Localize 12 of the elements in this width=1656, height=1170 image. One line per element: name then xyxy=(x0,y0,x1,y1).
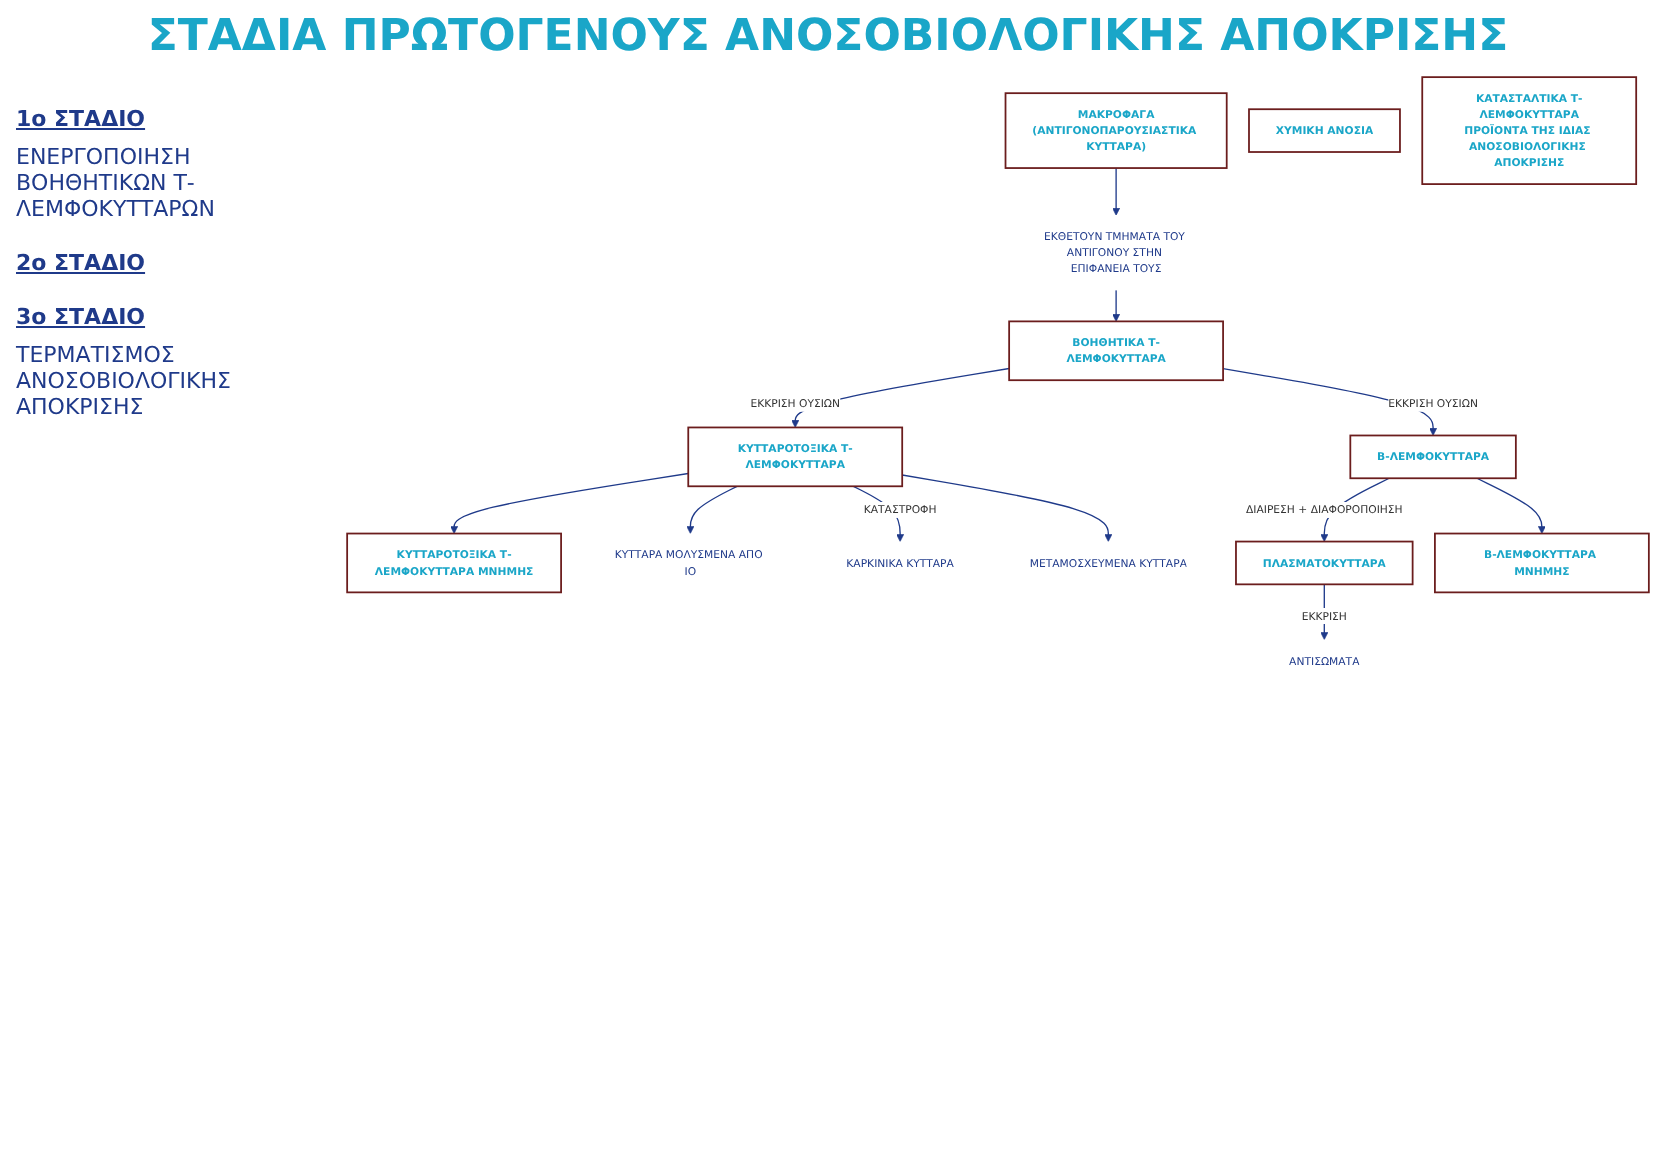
stage-note: ΤΕΡΜΑΤΙΣΜΟΣ ΑΝΟΣΟΒΙΟΛΟΓΙΚΗΣ ΑΠΟΚΡΙΣΗΣ xyxy=(16,342,233,420)
arrow xyxy=(1112,167,1121,216)
stage-heading: 3ο ΣΤΑΔΙΟ xyxy=(16,304,148,330)
stage-note: ΕΝΕΡΓΟΠΟΙΗΣΗ ΒΟΗΘΗΤΙΚΩΝ Τ-ΛΕΜΦΟΚΥΤΤΑΡΩΝ xyxy=(16,144,217,222)
arrow xyxy=(1112,289,1121,322)
stage-heading: 2ο ΣΤΑΔΙΟ xyxy=(16,250,148,276)
stage-heading: 1ο ΣΤΑΔΙΟ xyxy=(16,106,148,132)
arrow xyxy=(450,472,689,534)
arrow xyxy=(1476,477,1546,534)
diagram-title: ΣΤΑΔΙΑ ΠΡΩΤΟΓΕΝΟΥΣ ΑΝΟΣΟΒΙΟΛΟΓΙΚΗΣ ΑΠΟΚΡΙΣΗΣ xyxy=(145,12,1511,62)
arrow xyxy=(686,485,738,534)
arrow xyxy=(901,474,1113,542)
